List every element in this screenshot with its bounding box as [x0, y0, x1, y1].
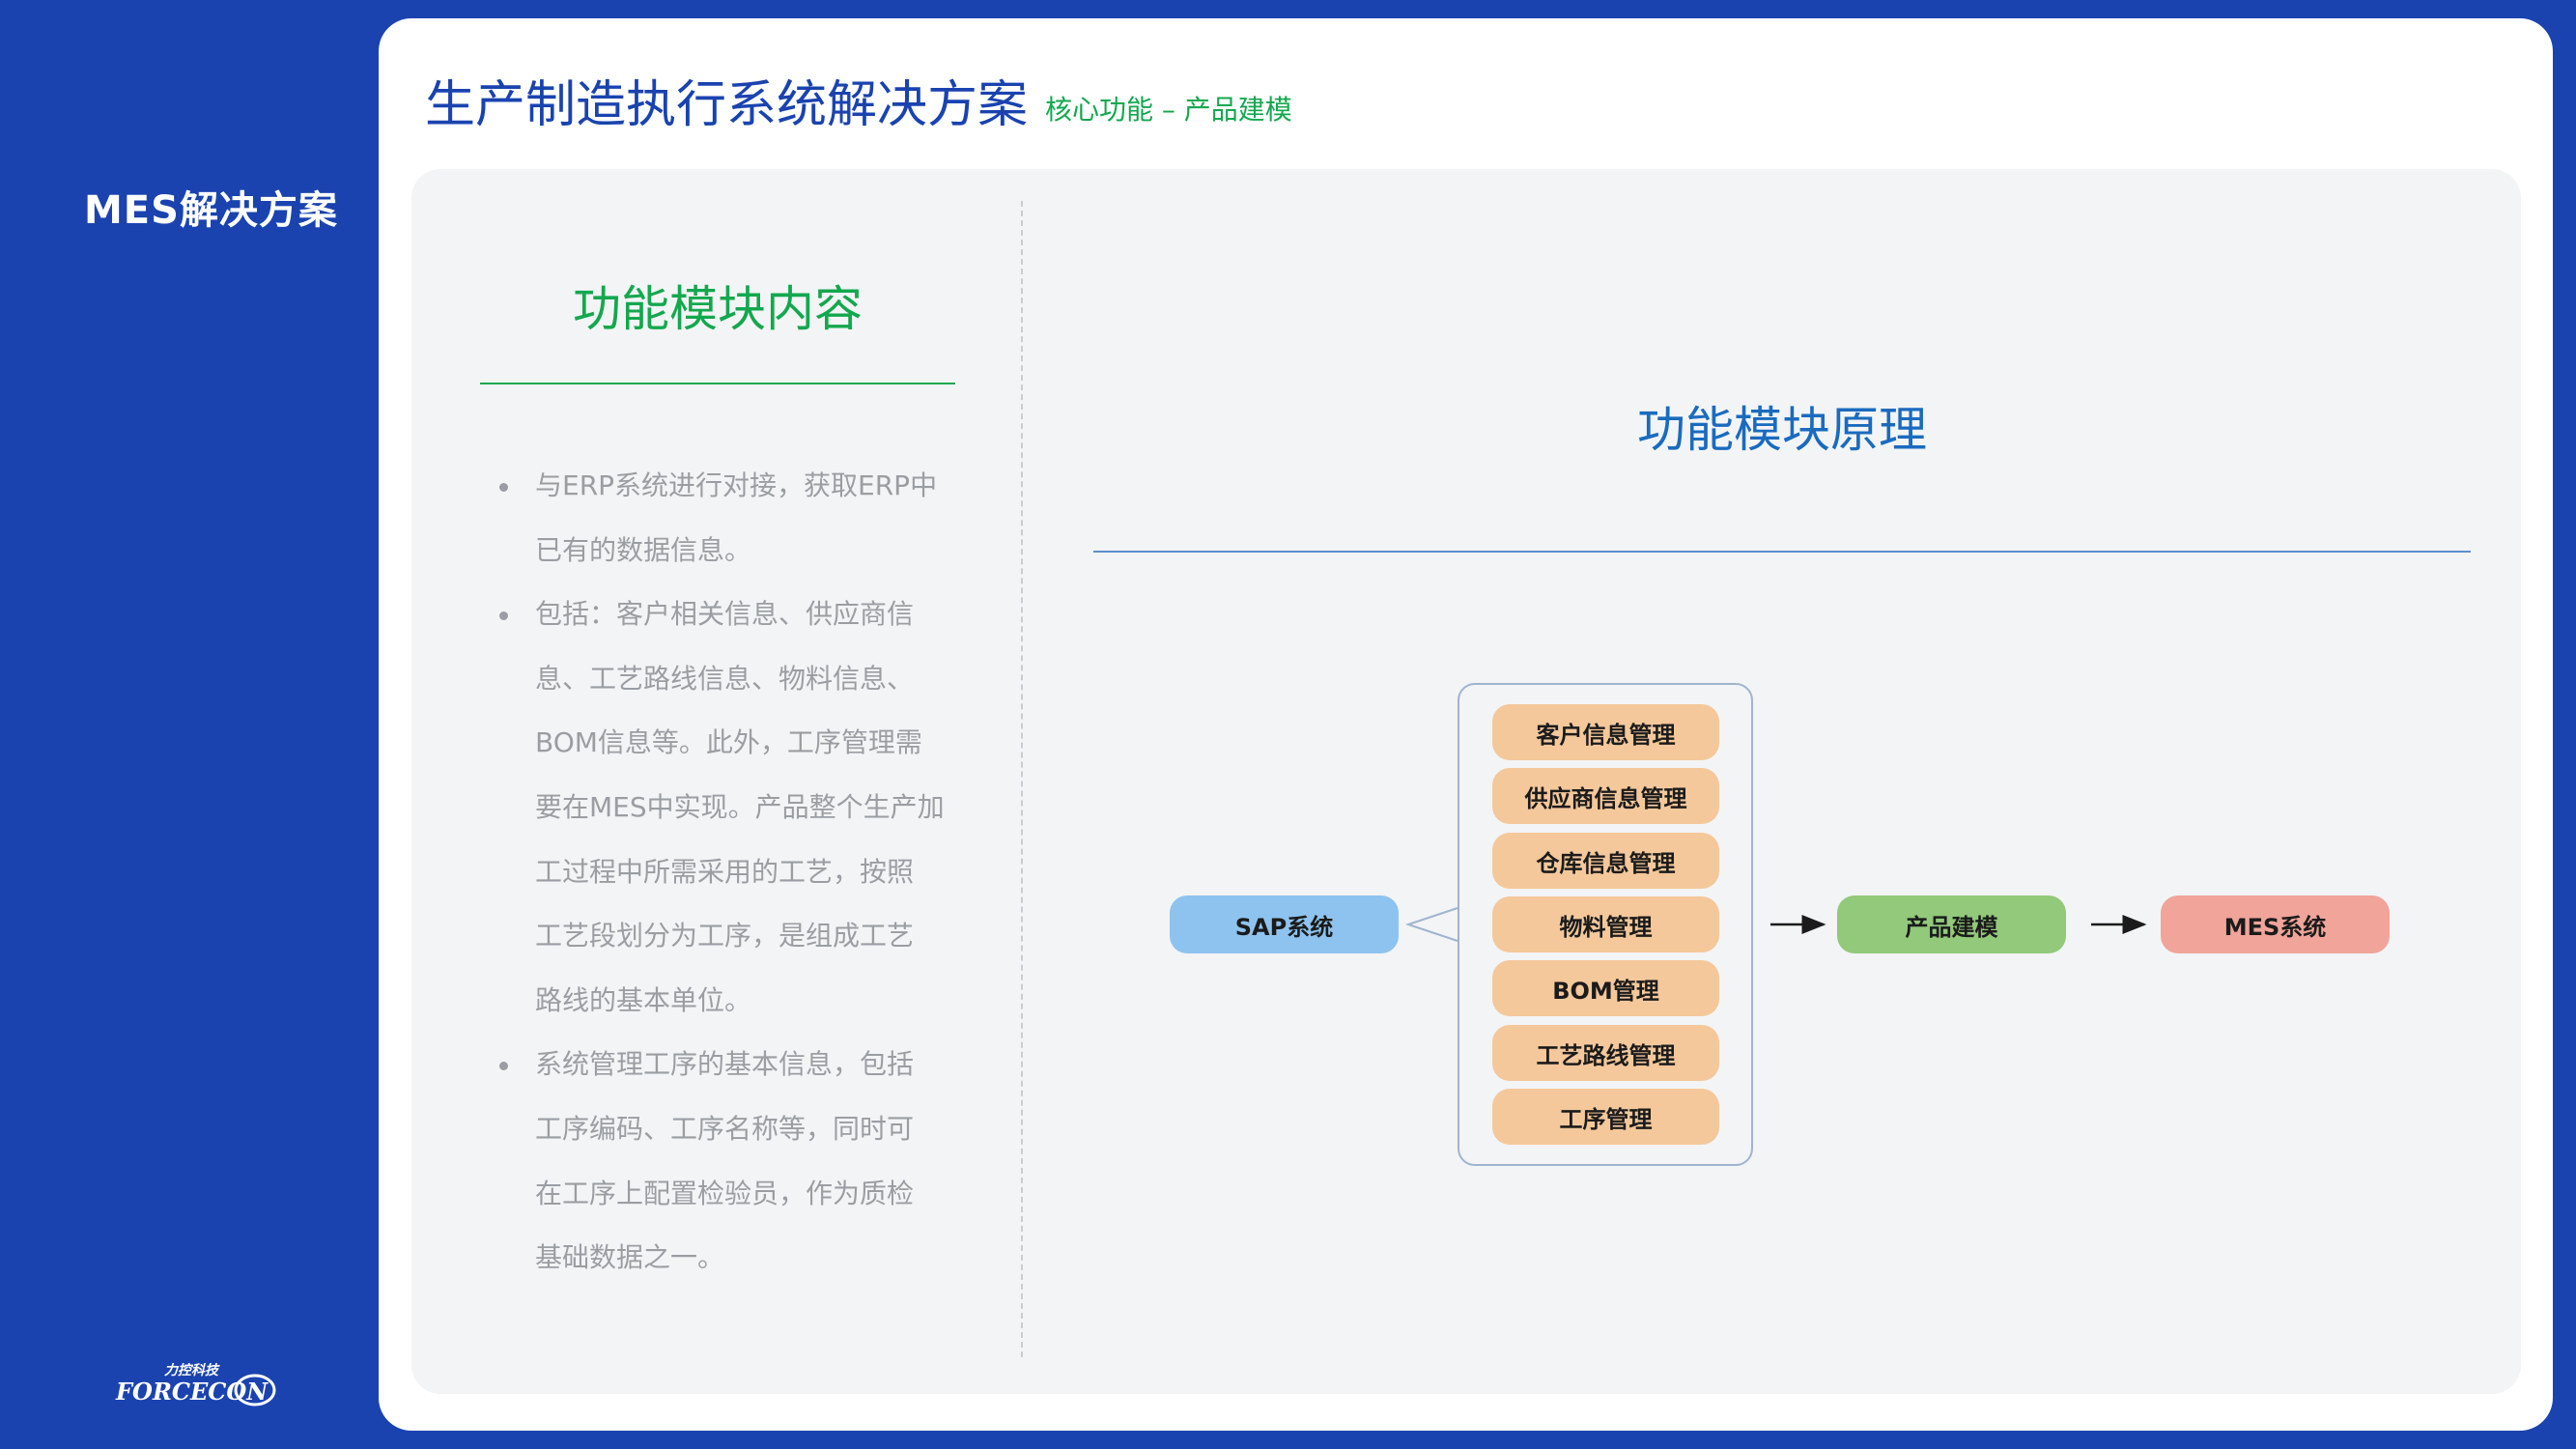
bullet-line: 在工序上配置检验员，作为质检: [535, 1177, 915, 1209]
bullet-line: 息、工艺路线信息、物料信息、: [535, 662, 915, 695]
page-title: 生产制造执行系统解决方案: [425, 76, 1029, 134]
module-group-box: [1458, 683, 1753, 1166]
bullet-item: 系统管理工序的基本信息，包括 工序编码、工序名称等，同时可 在工序上配置检验员，…: [499, 1033, 953, 1290]
bullet-line: 要在MES中实现。产品整个生产加: [535, 790, 945, 823]
sap-system-node: SAP系统: [1170, 895, 1399, 953]
bullet-line: 工序编码、工序名称等，同时可: [535, 1112, 915, 1145]
right-heading-underline: [1093, 551, 2471, 553]
bullet-line: 工艺段划分为工序，是组成工艺: [535, 920, 915, 952]
bullet-line: 与ERP系统进行对接，获取ERP中: [535, 469, 938, 501]
bullet-line: 系统管理工序的基本信息，包括: [535, 1048, 915, 1081]
left-heading: 功能模块内容: [573, 281, 863, 337]
bullet-line: 基础数据之一。: [535, 1241, 725, 1274]
module-material: 物料管理: [1492, 896, 1719, 952]
right-heading: 功能模块原理: [1637, 402, 1927, 458]
module-supplier-info: 供应商信息管理: [1492, 768, 1719, 824]
bullet-line: 已有的数据信息。: [535, 533, 752, 566]
mes-system-node: MES系统: [2161, 895, 2390, 953]
module-routing: 工艺路线管理: [1492, 1025, 1719, 1081]
module-customer-info: 客户信息管理: [1492, 704, 1719, 760]
bullet-item: 包括：客户相关信息、供应商信 息、工艺路线信息、物料信息、 BOM信息等。此外，…: [499, 582, 953, 1033]
bullet-line: 工过程中所需采用的工艺，按照: [535, 855, 915, 888]
logo-text-cn: 力控科技: [164, 1362, 220, 1378]
bullet-dot-icon: [499, 611, 508, 621]
product-modeling-node: 产品建模: [1837, 895, 2066, 953]
bullet-list: 与ERP系统进行对接，获取ERP中 已有的数据信息。 包括：客户相关信息、供应商…: [499, 454, 953, 1291]
bullet-dot-icon: [499, 483, 508, 492]
page-subtitle: 核心功能 – 产品建模: [1045, 94, 1292, 126]
bullet-dot-icon: [499, 1062, 508, 1071]
bullet-line: 路线的基本单位。: [535, 983, 752, 1016]
bullet-line: 包括：客户相关信息、供应商信: [535, 598, 915, 631]
module-bom: BOM管理: [1492, 960, 1719, 1016]
forcecon-logo: 力控科技 FORCECON: [115, 1362, 276, 1406]
module-warehouse-info: 仓库信息管理: [1492, 833, 1719, 889]
bullet-line: BOM信息等。此外，工序管理需: [535, 726, 922, 759]
bullet-item: 与ERP系统进行对接，获取ERP中 已有的数据信息。: [499, 454, 953, 582]
vertical-divider: [1021, 201, 1023, 1357]
module-operation: 工序管理: [1492, 1089, 1719, 1145]
sidebar-title: MES解决方案: [84, 188, 338, 233]
left-heading-underline: [480, 383, 955, 384]
content-panel: [411, 169, 2521, 1394]
